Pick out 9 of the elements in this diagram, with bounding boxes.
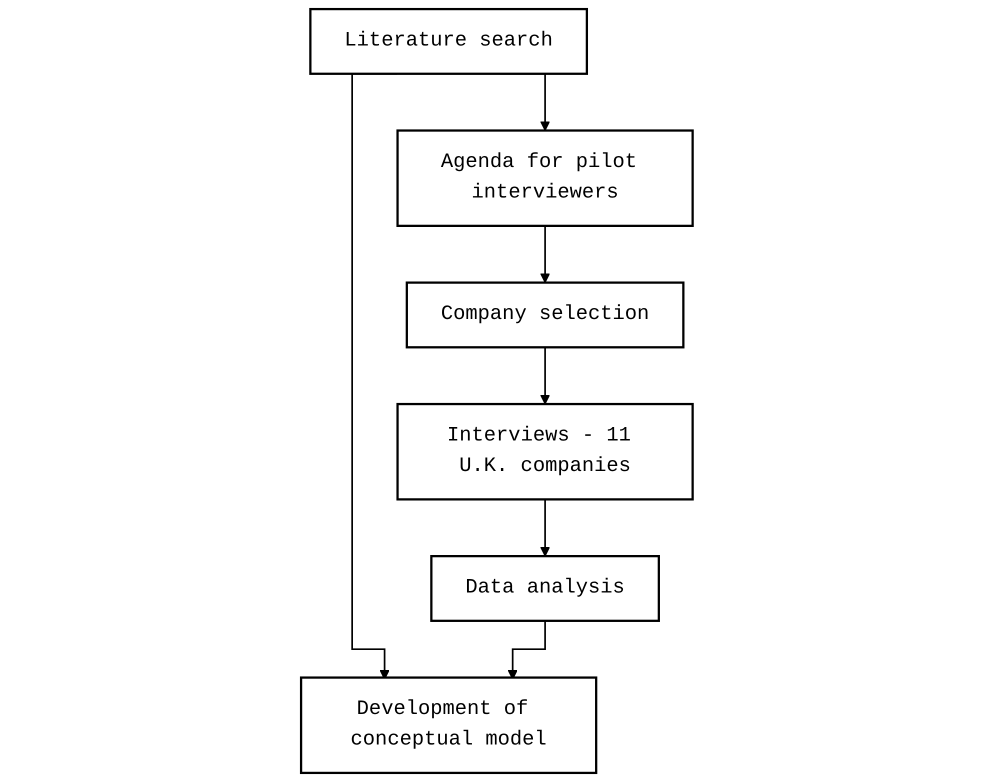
arrow [540,498,550,557]
arrow [540,346,550,404]
node-box: Interviews - 11 U.K. companies [396,402,694,501]
arrow [540,225,550,284]
node-box: Company selection [406,281,685,348]
node-box: Agenda for pilot interviewers [396,129,694,227]
node-box: Development of conceptual model [300,676,598,774]
node-box: Data analysis [430,555,660,622]
node-box: Literature search [309,8,588,75]
